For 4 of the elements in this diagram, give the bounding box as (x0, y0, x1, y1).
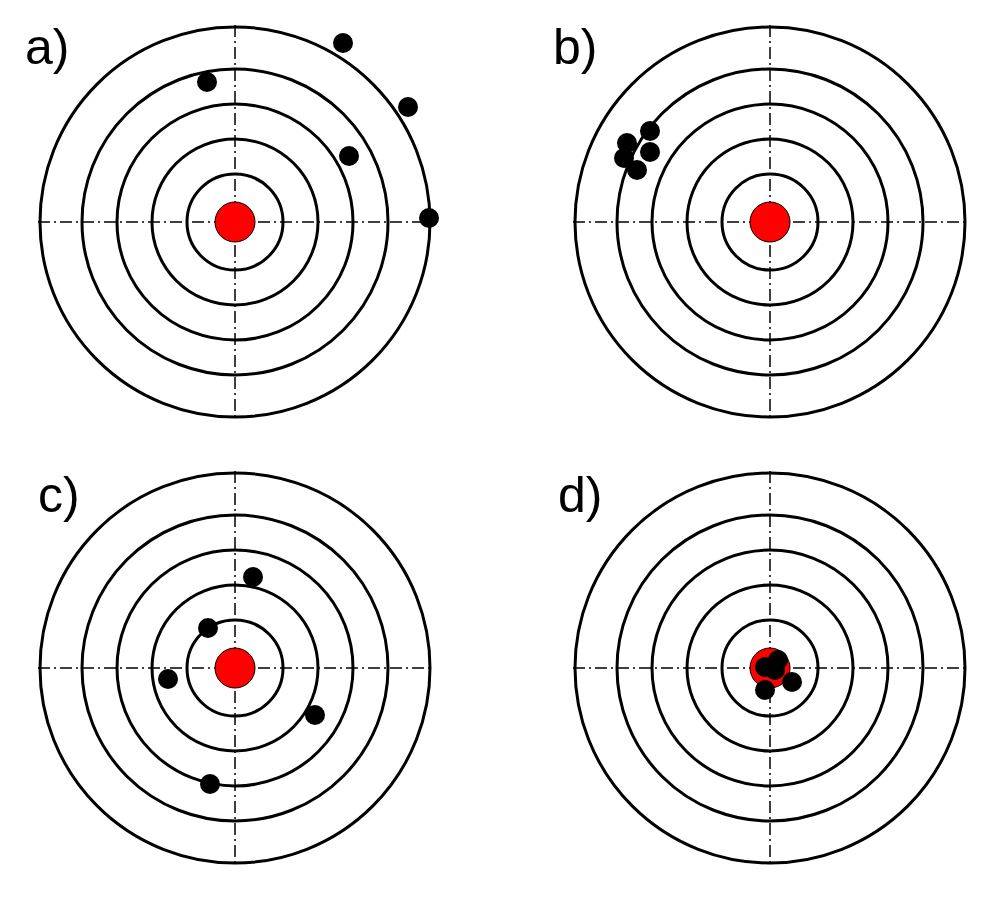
panel-label: c) (38, 470, 80, 520)
panel-label: b) (553, 22, 598, 72)
panel-label: d) (558, 470, 603, 520)
panel-label: a) (25, 22, 70, 72)
